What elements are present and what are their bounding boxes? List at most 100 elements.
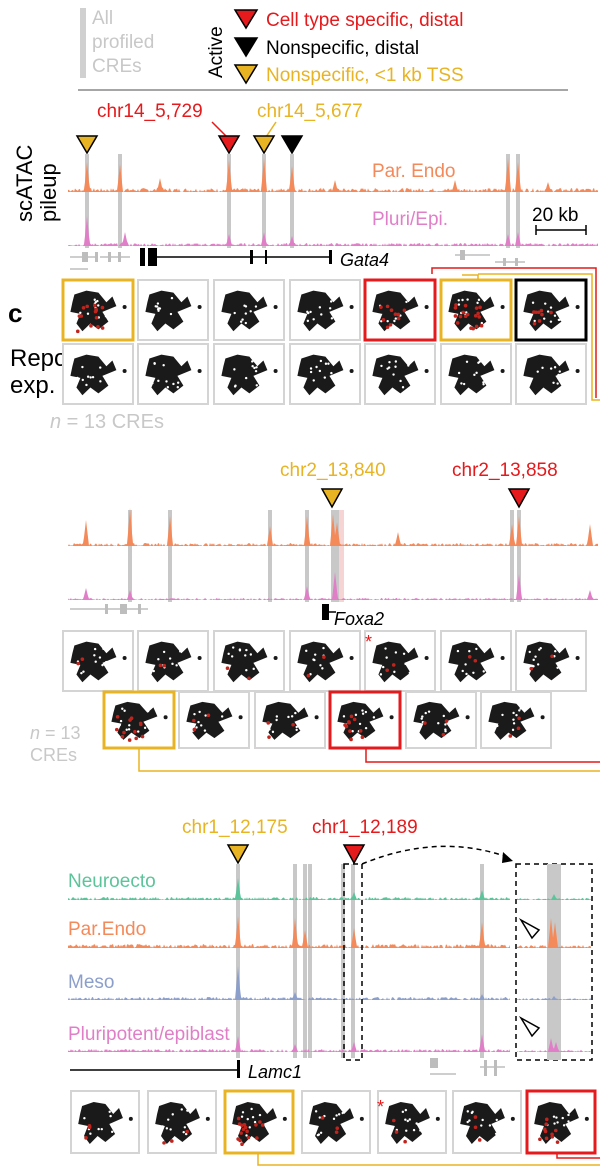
panel-e-track-label-meso: Meso: [68, 972, 114, 993]
cre-marker-line: [305, 510, 309, 602]
panel-b-connector-gold: [462, 274, 479, 279]
panel-e: chr1_12,175 chr1_12,189 Neuroecto Par.En…: [68, 817, 600, 1166]
panel-e-red-triangle-icon: [342, 844, 366, 865]
umap-thumbnail: [289, 343, 361, 405]
umap-thumbnail: [405, 691, 477, 749]
panel-e-pluripotent-track: [68, 1034, 510, 1052]
cre-marker-line: [262, 154, 266, 248]
panel-e-inset-highlight: [547, 864, 561, 1060]
panel-b-gene-label: Gata4: [340, 250, 389, 270]
umap-thumbnail: [525, 1089, 597, 1155]
cre-marker-line: [480, 864, 484, 1058]
panel-d-connector-gold: [138, 747, 600, 772]
panel-e-inset-endo: [517, 918, 591, 948]
panel-b-red-triangle-icon: [217, 135, 241, 155]
panel-b-connector-red: [431, 267, 597, 398]
panel-e-track-label-pluri: Pluripotent/epiblast: [68, 1024, 230, 1045]
panel-c-umap-grid: [61, 278, 588, 405]
panel-e-gene-label: Lamc1: [248, 1062, 302, 1082]
umap-thumbnail: [480, 691, 552, 749]
panel-e-meso-track: [68, 966, 510, 1000]
umap-thumbnail: [137, 279, 209, 341]
panel-b-track-label-endo: Par. Endo: [372, 161, 455, 182]
umap-thumbnail: [213, 630, 285, 692]
umap-thumbnail: [440, 343, 512, 405]
umap-thumbnail: [62, 343, 134, 405]
panel-d-umap-grid: [62, 630, 587, 750]
panel-d-asterisk: *: [365, 632, 372, 652]
umap-thumbnail: [102, 690, 176, 750]
panel-e-cre-label-gold: chr1_12,175: [182, 817, 288, 838]
panel-d-endo-track: [68, 508, 598, 546]
panel-d-pluri-track: [68, 572, 598, 600]
umap-thumbnail: [254, 691, 326, 749]
panel-d-red-triangle-icon: [507, 488, 531, 509]
umap-thumbnail: [514, 278, 588, 342]
panel-b-gold-pointer: [265, 121, 277, 138]
panel-e-track-label-endo: Par.Endo: [68, 919, 146, 940]
umap-thumbnail: [515, 343, 587, 405]
cre-marker-line: [268, 510, 272, 602]
umap-thumbnail: [178, 691, 250, 749]
umap-thumbnail: [137, 630, 209, 692]
panel-b-gene-model: [70, 248, 525, 270]
cre-marker-line: [308, 864, 312, 1058]
panel-c-letter: c: [8, 298, 22, 328]
panel-e-inset-arrow-2-icon: [518, 1015, 541, 1038]
panel-b-cre-label-red: chr14_5,729: [97, 101, 203, 122]
panel-b-cre-markers: [85, 154, 520, 248]
panel-e-zoom-arrowhead-icon: [502, 852, 513, 863]
legend-all-cres-label-3: CREs: [92, 56, 142, 77]
umap-thumbnail: [440, 630, 512, 692]
umap-thumbnail: [147, 1090, 217, 1154]
cre-marker-line: [517, 510, 521, 602]
cre-marker-line: [351, 864, 355, 1058]
umap-thumbnail: [62, 630, 134, 692]
panel-d-cre-label-gold: chr2_13,840: [280, 460, 386, 481]
umap-thumbnail: [289, 279, 361, 341]
panel-d-gold-triangle-icon: [320, 488, 344, 509]
umap-thumbnail: [70, 1090, 140, 1154]
panel-e-inset-meso: [517, 996, 591, 1000]
legend-red-triangle-icon: [233, 9, 259, 30]
panel-b-track-label-pluri: Pluri/Epi.: [372, 209, 448, 230]
panel-b-scale-bar: [535, 225, 587, 235]
cre-marker-line: [293, 864, 297, 1058]
panel-e-inset-arrow-1-icon: [518, 917, 541, 940]
panel-e-cre-markers: [236, 864, 484, 1058]
panel-b-scale-label: 20 kb: [532, 205, 578, 226]
cre-marker-line: [236, 864, 240, 1058]
panel-b-gold-triangle-1-icon: [75, 135, 99, 155]
panel-b-par-endo-track: [68, 158, 598, 192]
panel-e-gene-model: [70, 1058, 505, 1078]
panel-e-connector-gold: [257, 1154, 600, 1166]
cre-marker-line: [510, 510, 514, 602]
cre-marker-line: [335, 510, 339, 602]
legend-entry-2: Nonspecific, distal: [266, 38, 419, 59]
panel-b: scATAC pileup chr14_5,729 chr14_5,677 Pa…: [12, 101, 600, 401]
cre-marker-line: [331, 510, 335, 602]
panel-e-connector-red: [556, 1154, 600, 1159]
legend-all-cres-label-2: profiled: [92, 32, 154, 53]
cre-marker-line: [168, 510, 172, 602]
umap-thumbnail: [223, 1089, 295, 1155]
umap-thumbnail: [364, 630, 436, 692]
cre-marker-line: [128, 510, 132, 602]
panel-c-row-label-2: exp.: [10, 372, 55, 399]
panel-e-track-label-neuro: Neuroecto: [68, 871, 156, 892]
cre-marker-line: [506, 154, 510, 248]
umap-thumbnail: [213, 279, 285, 341]
panel-e-gold-triangle-icon: [226, 844, 250, 865]
cre-marker-line: [341, 864, 345, 1058]
panel-d-cre-label-red: chr2_13,858: [452, 460, 558, 481]
legend-active-label: Active: [206, 26, 227, 78]
umap-thumbnail: [377, 1090, 447, 1154]
cre-marker-line: [303, 864, 307, 1058]
umap-thumbnail: [61, 278, 135, 342]
panel-d: chr2_13,840 chr2_13,858 Foxa2 * n = 13 C…: [30, 460, 600, 772]
panel-e-cre-label-red: chr1_12,189: [312, 817, 418, 838]
panel-d-gene-label: Foxa2: [334, 609, 384, 629]
panel-e-inset-pluri: [517, 1038, 591, 1052]
panel-d-n-label-1: n = 13: [30, 723, 81, 743]
umap-thumbnail: [515, 630, 587, 692]
